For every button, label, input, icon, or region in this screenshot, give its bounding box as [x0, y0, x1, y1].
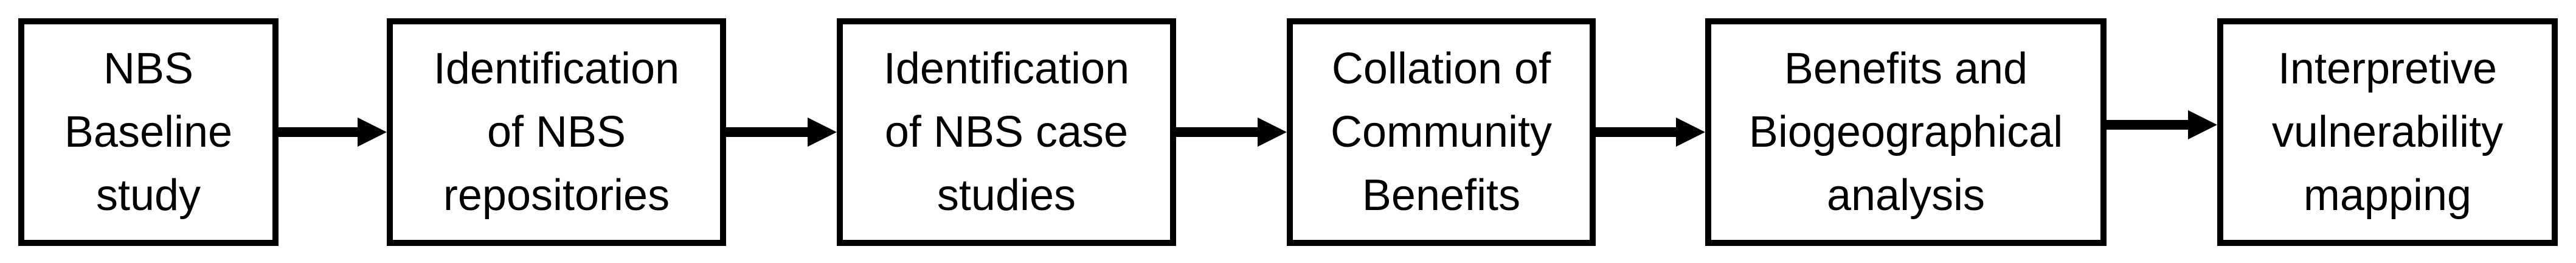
step-label: Collation of Community Benefits: [1330, 44, 1553, 220]
step-label: Interpretive vulnerability mapping: [2271, 44, 2504, 220]
arrow-3: [1176, 117, 1287, 147]
step-box-nbs-baseline-study: NBS Baseline study: [18, 18, 279, 246]
step-box-benefits-and-biogeographical-analysis: Benefits and Biogeographical analysis: [1705, 18, 2107, 246]
step-box-collation-of-community-benefits: Collation of Community Benefits: [1287, 18, 1596, 246]
step-label: Benefits and Biogeographical analysis: [1748, 44, 2063, 220]
arrow-4: [1596, 117, 1705, 147]
step-box-identification-of-nbs-case-studies: Identification of NBS case studies: [837, 18, 1176, 246]
arrow-2: [726, 117, 837, 147]
step-box-interpretive-vulnerability-mapping: Interpretive vulnerability mapping: [2217, 18, 2558, 246]
step-label: Identification of NBS repositories: [433, 44, 680, 220]
step-label: NBS Baseline study: [64, 44, 233, 220]
arrow-5: [2107, 110, 2217, 139]
step-label: Identification of NBS case studies: [883, 44, 1130, 220]
arrow-1: [279, 117, 387, 147]
step-box-identification-of-nbs-repositories: Identification of NBS repositories: [387, 18, 726, 246]
